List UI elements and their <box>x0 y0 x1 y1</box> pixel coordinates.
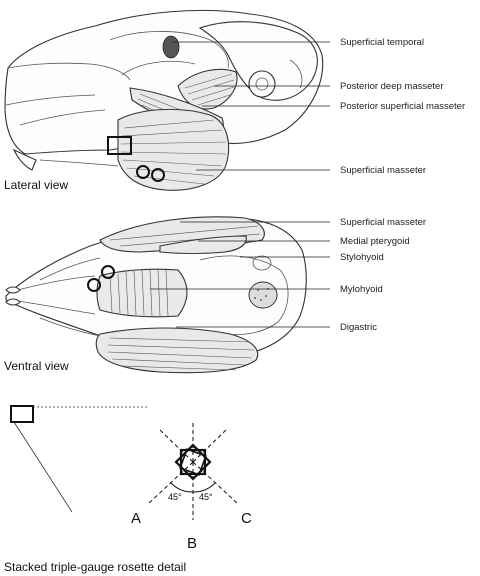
axis-label-a: A <box>131 510 141 527</box>
gauge-marker-square <box>107 136 132 155</box>
angle-label-left: 45° <box>168 492 182 502</box>
rosette-detail: 45° 45° A B C <box>10 405 252 552</box>
axis-label-c: C <box>241 510 252 527</box>
angle-arc-right <box>192 482 216 493</box>
gauge-square-detail <box>10 405 34 423</box>
label-digastric: Digastric <box>340 322 377 333</box>
label-stylohyoid: Stylohyoid <box>340 252 384 263</box>
gauge-element-inner <box>179 448 207 476</box>
axis-label-b: B <box>187 535 197 552</box>
axis-line-c-upper <box>192 429 227 463</box>
gauge-element-b <box>179 448 207 476</box>
label-posterior-deep-masseter: Posterior deep masseter <box>340 81 444 92</box>
caption-ventral-view: Ventral view <box>4 359 69 373</box>
label-mylohyoid: Mylohyoid <box>340 284 383 295</box>
gauge-marker-circle <box>87 278 101 292</box>
ventral-skull-drawing <box>5 216 307 374</box>
label-posterior-superficial-masseter: Posterior superficial masseter <box>340 101 465 112</box>
axis-line-a-upper <box>159 429 194 463</box>
gauge-marker-circle <box>136 165 150 179</box>
axis-line-a <box>147 461 194 505</box>
label-medial-pterygoid: Medial pterygoid <box>340 236 410 247</box>
label-superficial-masseter-lateral: Superficial masseter <box>340 165 426 176</box>
caption-rosette-detail: Stacked triple-gauge rosette detail <box>4 560 186 574</box>
projection-line <box>13 421 73 513</box>
label-superficial-temporal: Superficial temporal <box>340 37 424 48</box>
gauge-marker-circle <box>101 265 115 279</box>
angle-arc-left <box>170 482 194 493</box>
label-superficial-masseter-ventral: Superficial masseter <box>340 217 426 228</box>
gauge-marker-circle <box>151 168 165 182</box>
lateral-skull-drawing <box>4 9 324 191</box>
angle-label-right: 45° <box>199 492 213 502</box>
gauge-element-ac <box>174 443 212 481</box>
caption-lateral-view: Lateral view <box>4 178 68 192</box>
